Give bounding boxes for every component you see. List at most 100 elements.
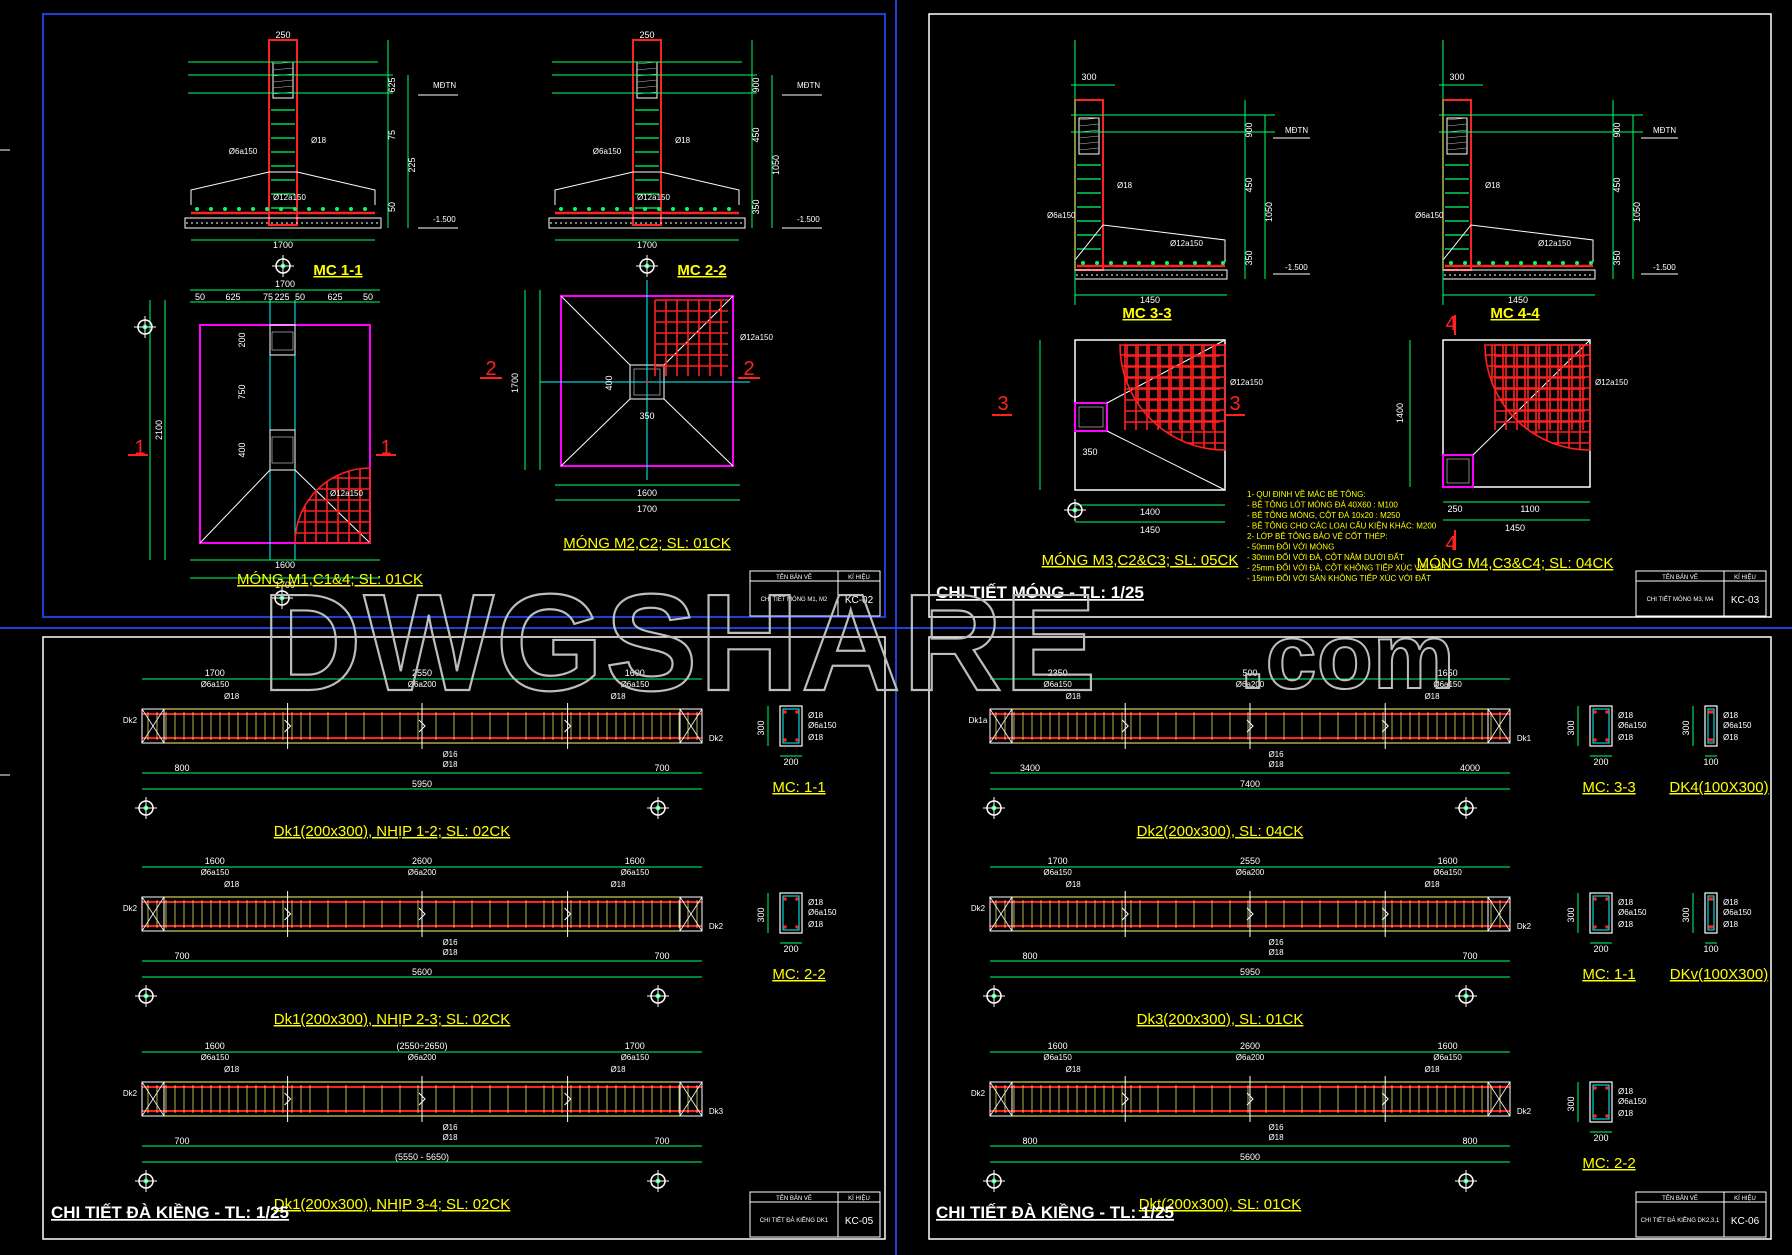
bar	[795, 897, 799, 901]
aggregate	[256, 222, 258, 224]
rebar-dot	[1151, 261, 1155, 265]
stirrup-loop	[782, 708, 800, 744]
section-mark: 3	[997, 393, 1008, 415]
dim-text: 75	[263, 292, 273, 302]
section-mark: 1	[134, 437, 145, 459]
mesh-arc	[1484, 344, 1591, 451]
aggregate	[1444, 274, 1446, 276]
title-block-name: CHI TIẾT ĐÀ KIỀNG DK2,3,1	[1641, 1217, 1720, 1224]
rebar-dot	[587, 207, 591, 211]
bar-label: Ø16	[442, 938, 458, 947]
beam-caption: Dk2(200x300), SL: 04CK	[1137, 823, 1304, 840]
aggregate	[1454, 274, 1456, 276]
cross	[989, 896, 1013, 932]
rebar-dot	[209, 207, 213, 211]
dim-text: 1600	[205, 1041, 225, 1051]
slope-line	[1472, 339, 1591, 456]
footing-section: 25062575225501700Ø6a150Ø18Ø12a150MĐTN-1.…	[184, 30, 458, 279]
stirrup-label: Ø6a150	[1433, 680, 1462, 689]
bar	[1605, 897, 1609, 901]
rebar-dot	[279, 207, 283, 211]
dim-text: 250	[639, 30, 654, 40]
aggregate	[226, 222, 228, 224]
grid-axis-marker	[135, 985, 157, 1007]
break-mark	[1121, 1092, 1129, 1106]
rebar-dot	[335, 207, 339, 211]
bar-label: Ø18	[442, 760, 458, 769]
aggregate	[1216, 274, 1218, 276]
dim-text: 1700	[275, 580, 295, 590]
plan-caption: MÓNG M3,C2&C3; SL: 05CK	[1042, 552, 1239, 569]
bar	[783, 710, 787, 714]
rebar-dot	[1463, 261, 1467, 265]
end-column	[679, 708, 703, 744]
bar-label: Ø18	[1723, 711, 1739, 720]
aggregate	[590, 222, 592, 224]
bar-label: Ø18	[224, 1065, 240, 1074]
bar	[1605, 925, 1609, 929]
end-column	[989, 708, 1013, 744]
aggregate	[316, 222, 318, 224]
grid-axis-marker	[134, 316, 156, 338]
grid-axis-marker	[135, 1170, 157, 1192]
grid-axis-marker	[636, 255, 658, 277]
mesh-arc	[646, 380, 649, 383]
column-box	[269, 324, 296, 356]
aggregate	[1579, 274, 1581, 276]
dim-text: 100	[1703, 944, 1718, 954]
grid-axis-marker	[647, 1170, 669, 1192]
aggregate	[271, 222, 273, 224]
rebar-quarter-mesh	[294, 467, 371, 544]
dim-text: 1700	[205, 668, 225, 678]
rebar-dot	[1193, 261, 1197, 265]
bar	[783, 897, 787, 901]
rebar-dot	[1491, 261, 1495, 265]
break-mark	[1246, 1092, 1254, 1106]
section-mark: 4	[1445, 533, 1456, 555]
note-line: - 50mm ĐỐI VỚI MÓNG	[1247, 542, 1334, 552]
aggregate	[550, 222, 552, 224]
title-block-name: CHI TIẾT MÓNG M1, M2	[761, 596, 828, 603]
stirrup-label: Ø6a150	[1043, 680, 1072, 689]
dim-text: 1700	[637, 504, 657, 514]
aggregate	[1211, 274, 1213, 276]
stirrup-label: Ø6a150	[201, 680, 230, 689]
dim-text: 200	[783, 757, 798, 767]
dim-text: 450	[751, 127, 761, 142]
title-block-name: CHI TIẾT MÓNG M3, M4	[1647, 596, 1714, 603]
aggregate	[690, 222, 692, 224]
aggregate	[196, 222, 198, 224]
aggregate	[620, 222, 622, 224]
aggregate	[1106, 274, 1108, 276]
bar	[1605, 738, 1609, 742]
end-column	[1487, 708, 1511, 744]
break-mark	[418, 719, 426, 733]
aggregate	[715, 222, 717, 224]
bar-label: Ø18	[1066, 880, 1082, 889]
cross	[679, 708, 703, 744]
break-mark	[1246, 907, 1254, 921]
dim-text: 2600	[412, 856, 432, 866]
dim-text: 700	[654, 763, 669, 773]
bar-label: Ø18	[1618, 920, 1634, 929]
aggregate	[1096, 274, 1098, 276]
rebar-dot	[307, 207, 311, 211]
lean-concrete	[548, 217, 746, 229]
footing-section: 30090045010503501450Ø6a150Ø18Ø12a150MĐTN…	[1415, 40, 1678, 322]
aggregate	[1574, 274, 1576, 276]
bar	[1605, 1114, 1609, 1118]
bar-label: Ø18	[808, 733, 824, 742]
rebar-label: Ø18	[675, 136, 691, 145]
column-hatch	[271, 436, 294, 464]
aggregate	[1514, 274, 1516, 276]
aggregate	[286, 222, 288, 224]
dim-text: 300	[756, 907, 766, 922]
bar-label: Ø18	[224, 880, 240, 889]
title-block-code: KC-02	[845, 595, 874, 606]
break-mark	[284, 1092, 292, 1106]
dim-text: 300	[1566, 1096, 1576, 1111]
bar	[1710, 738, 1714, 742]
